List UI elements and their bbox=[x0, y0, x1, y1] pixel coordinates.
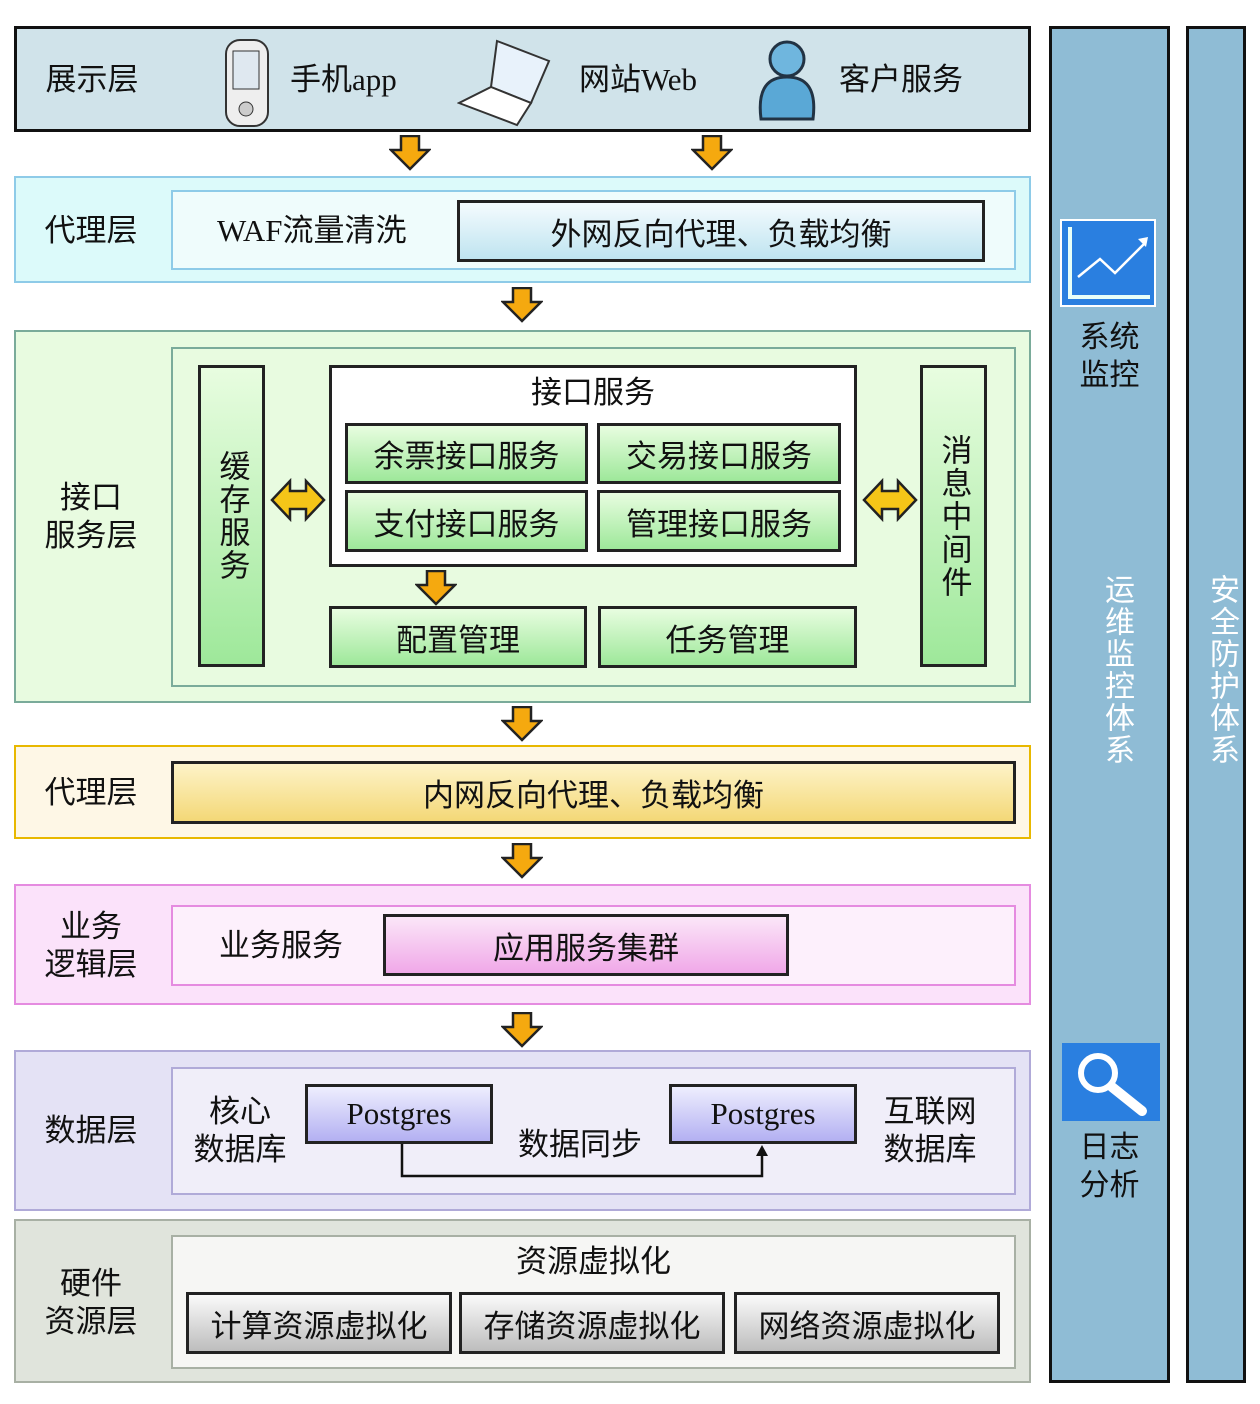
proxy-inner-panel: WAF流量清洗 外网反向代理、负载均衡 bbox=[171, 190, 1016, 270]
layer-label: 代理层 bbox=[44, 775, 138, 810]
system-monitor-label: 系统 监控 bbox=[1079, 320, 1140, 393]
admin-service-box: 管理接口服务 bbox=[597, 490, 841, 552]
business-service-label: 业务服务 bbox=[219, 928, 343, 963]
task-management-box: 任务管理 bbox=[598, 606, 857, 668]
arrow-down-icon bbox=[501, 843, 543, 879]
external-proxy-box: 外网反向代理、负载均衡 bbox=[457, 200, 985, 262]
layer-label: 代理层 bbox=[44, 213, 138, 248]
arrow-down-icon bbox=[415, 570, 457, 606]
layer-label: 接口 服务层 bbox=[44, 480, 138, 553]
sync-connector-arrow bbox=[400, 1144, 768, 1178]
phone-icon bbox=[225, 39, 269, 127]
group-title: 接口服务 bbox=[531, 375, 655, 410]
message-middleware-box: 消息中间件 bbox=[920, 365, 987, 667]
internet-postgres-box: Postgres bbox=[669, 1084, 857, 1144]
cache-service-box: 缓存服务 bbox=[198, 365, 265, 667]
interface-panel bbox=[171, 347, 1016, 687]
internet-db-label: 互联网 数据库 bbox=[883, 1094, 977, 1167]
data-sync-label: 数据同步 bbox=[518, 1127, 642, 1162]
arrow-down-icon bbox=[691, 135, 733, 171]
network-virtualization-box: 网络资源虚拟化 bbox=[734, 1292, 1000, 1354]
bidirectional-arrow-icon bbox=[862, 478, 918, 522]
bidirectional-arrow-icon bbox=[270, 478, 326, 522]
layer-label: 业务 逻辑层 bbox=[44, 909, 138, 982]
web-label: 网站Web bbox=[579, 62, 698, 97]
inner-proxy-layer: 代理层 内网反向代理、负载均衡 bbox=[14, 745, 1031, 839]
business-panel: 业务服务 应用服务集群 bbox=[171, 905, 1016, 986]
ops-monitoring-column: 系统 监控 运维监控体系 日志 分析 bbox=[1049, 26, 1170, 1383]
layer-label: 数据层 bbox=[44, 1113, 138, 1148]
core-db-label: 核心 数据库 bbox=[193, 1094, 287, 1167]
phone-label: 手机app bbox=[290, 62, 397, 97]
config-management-box: 配置管理 bbox=[329, 606, 587, 668]
presentation-layer: 展示层 手机app 网站Web 客户服务 bbox=[14, 26, 1031, 132]
trade-service-box: 交易接口服务 bbox=[597, 423, 841, 484]
ops-system-label: 运维监控体系 bbox=[1099, 574, 1134, 766]
storage-virtualization-box: 存储资源虚拟化 bbox=[459, 1292, 725, 1354]
layer-label: 展示层 bbox=[45, 62, 139, 97]
internal-proxy-box: 内网反向代理、负载均衡 bbox=[171, 761, 1016, 824]
log-analysis-label: 日志 分析 bbox=[1079, 1130, 1140, 1203]
security-system-label: 安全防护体系 bbox=[1204, 574, 1239, 766]
chart-monitor-icon bbox=[1060, 219, 1156, 307]
layer-label: 硬件 资源层 bbox=[44, 1266, 138, 1339]
virtualization-title: 资源虚拟化 bbox=[516, 1244, 671, 1279]
arrow-down-icon bbox=[501, 1012, 543, 1048]
business-layer: 业务 逻辑层 业务服务 应用服务集群 bbox=[14, 884, 1031, 1005]
arrow-down-icon bbox=[501, 287, 543, 323]
laptop-icon bbox=[457, 39, 551, 127]
arrow-down-icon bbox=[389, 135, 431, 171]
security-column: 安全防护体系 bbox=[1186, 26, 1246, 1383]
app-cluster-box: 应用服务集群 bbox=[383, 914, 789, 976]
search-log-icon bbox=[1062, 1043, 1160, 1121]
user-icon bbox=[758, 40, 816, 121]
outer-proxy-layer: 代理层 WAF流量清洗 外网反向代理、负载均衡 bbox=[14, 176, 1031, 283]
arrow-down-icon bbox=[501, 706, 543, 742]
compute-virtualization-box: 计算资源虚拟化 bbox=[186, 1292, 452, 1354]
waf-label: WAF流量清洗 bbox=[217, 213, 407, 248]
core-postgres-box: Postgres bbox=[305, 1084, 493, 1144]
service-label: 客户服务 bbox=[839, 62, 963, 97]
payment-service-box: 支付接口服务 bbox=[345, 490, 588, 552]
ticket-service-box: 余票接口服务 bbox=[345, 423, 588, 484]
